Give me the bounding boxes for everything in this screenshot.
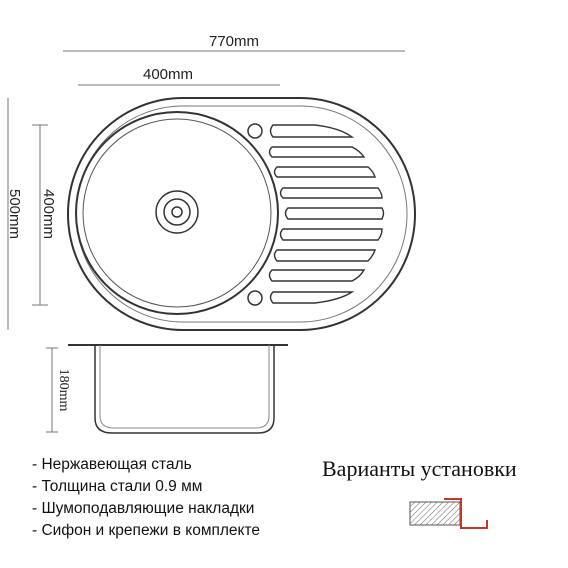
drain-outer [155,190,199,234]
drainboard-grooves [268,124,385,304]
faucet-hole-bottom [247,290,263,306]
overall-width-label: 770mm [209,33,259,50]
bowl-inner [82,118,272,308]
feature-item: - Шумоподавляющие накладки [32,500,255,517]
install-variant-icon [409,498,488,529]
sink-edge-mark [444,498,488,529]
bowl-height-label: 180mm [56,369,71,412]
overall-depth-label: 500mm [6,189,23,239]
groove [284,207,385,220]
faucet-hole-top [247,123,263,139]
groove [273,249,376,262]
feature-item: - Толщина стали 0.9 мм [32,478,203,495]
groove [268,146,366,158]
groove [279,228,383,241]
feature-item: - Сифон и крепежи в комплекте [32,522,261,539]
countertop-hatched [409,501,461,526]
installation-title: Варианты установки [322,456,517,481]
profile-bowl [94,345,275,434]
profile-bowl-inner [99,345,270,429]
groove [269,291,355,304]
feature-item: - Нержавеющая сталь [32,456,192,473]
drain-center [171,206,183,218]
groove [279,187,383,199]
groove [273,166,376,178]
sink-outer-rim [67,97,416,331]
drain-ring [163,198,191,226]
groove [268,269,366,282]
groove [269,124,355,138]
bowl-width-label: 400mm [143,66,193,83]
bowl-outer [75,111,279,315]
bowl-depth-label: 400mm [40,189,57,239]
